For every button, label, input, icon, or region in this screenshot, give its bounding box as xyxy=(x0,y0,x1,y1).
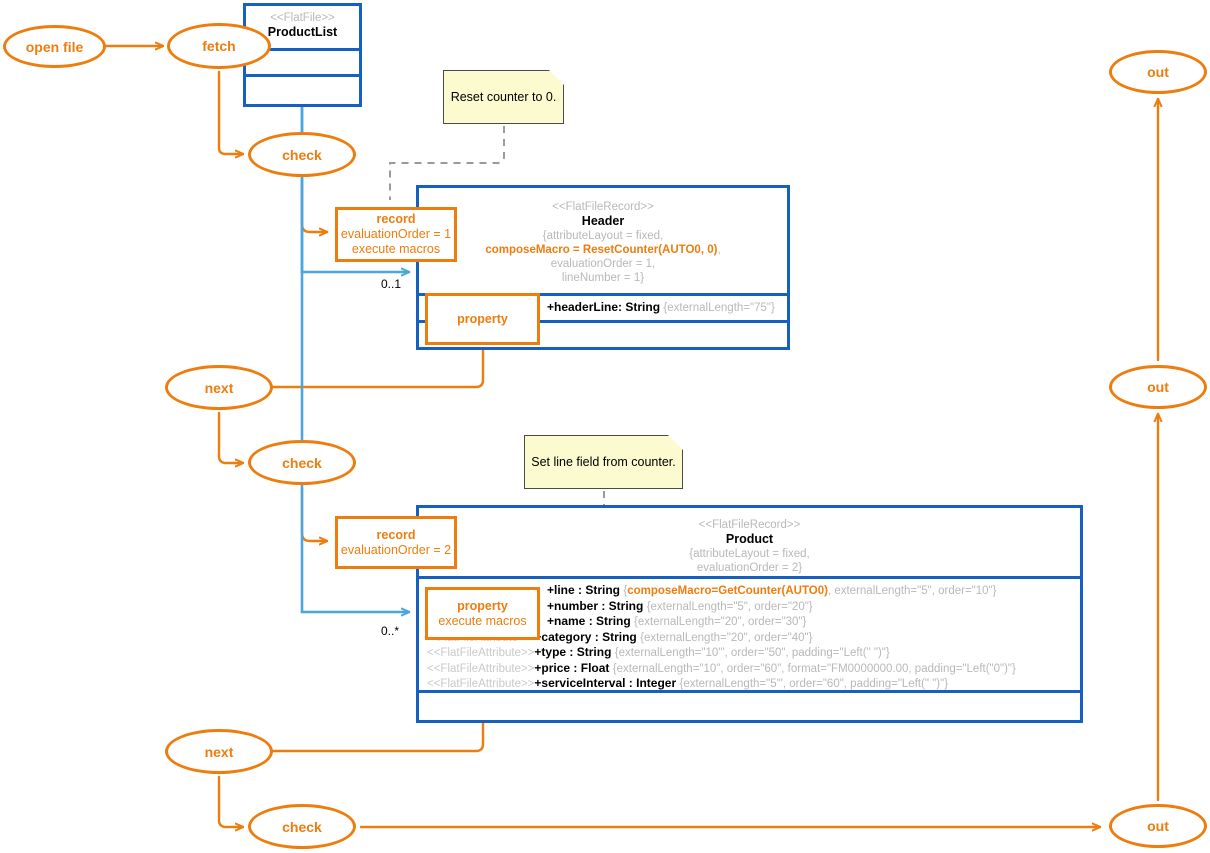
edge-fetch-check1 xyxy=(217,70,245,154)
product-attr-5-tagpre: {externalLength="10", order="60", format… xyxy=(612,662,1016,675)
product-attribute-row: <<FlatFileAttribute>>+type : String {ext… xyxy=(419,645,1080,661)
note1-anchor xyxy=(389,126,505,200)
record-1-line-2: execute macros xyxy=(351,242,441,256)
header-stereotype: <<FlatFileRecord>> xyxy=(552,201,654,213)
product-attr-2-sig: +name : String xyxy=(547,614,635,628)
product-attr-6-stereo: <<FlatFileAttribute>> xyxy=(427,678,535,690)
product-attribute-row: <<FlatFileAttribute>>+category : String … xyxy=(419,630,1080,646)
edge-next1-check2 xyxy=(217,411,245,463)
action-record-1[interactable]: record evaluationOrder = 1 execute macro… xyxy=(335,207,457,262)
product-attribute-row: +number : String {externalLength="5", or… xyxy=(419,599,1080,615)
action-property-2[interactable]: property execute macros xyxy=(425,587,540,640)
note-reset-counter-text: Reset counter to 0. xyxy=(450,90,557,104)
edge-property1-next1 xyxy=(258,348,485,387)
node-next-1[interactable]: next xyxy=(165,365,273,410)
note-set-line-field[interactable]: Set line field from counter. xyxy=(524,434,684,489)
edge-property2-next2 xyxy=(258,641,485,751)
product-attr-4-tagpre: {externalLength="10'", order="50", paddi… xyxy=(614,647,890,659)
product-attr-3-tagpre: {externalLength="20", order="40"} xyxy=(640,631,813,644)
action-record-2[interactable]: record evaluationOrder = 2 xyxy=(335,516,457,569)
product-attr-6-tagpre: {externalLength="5'", order="60", paddin… xyxy=(679,678,949,690)
note-set-line-field-text: Set line field from counter. xyxy=(531,455,676,469)
record-2-title: record xyxy=(376,527,416,542)
header-property-line-4: lineNumber = 1} xyxy=(561,272,645,284)
header-attribute-row: +headerLine: String {externalLength="75"… xyxy=(547,300,787,316)
node-out-2[interactable]: out xyxy=(1109,365,1207,409)
node-out-3[interactable]: out xyxy=(1109,804,1207,848)
header-composemacro-tail: , xyxy=(717,244,721,256)
header-operations-compartment xyxy=(419,320,787,347)
header-name: Header xyxy=(581,214,625,228)
product-attr-0-tagpost: , externalLength="5", order="10"} xyxy=(827,585,997,597)
product-attribute-row: <<FlatFileAttribute>>+price : Float {ext… xyxy=(419,661,1080,677)
product-operations-compartment xyxy=(419,690,1080,723)
record-1-line-1: evaluationOrder = 1 xyxy=(340,227,452,241)
product-attributes-compartment: +line : String {composeMacro=GetCounter(… xyxy=(419,576,1080,690)
record-2-line-1: evaluationOrder = 2 xyxy=(340,542,452,557)
edge-next2-check3 xyxy=(217,775,245,827)
product-attribute-row: +name : String {externalLength="20", ord… xyxy=(419,614,1080,630)
product-attr-4-stereo: <<FlatFileAttribute>> xyxy=(427,647,535,659)
product-attr-2-tagpre: {externalLength="20", order="30"} xyxy=(634,616,807,628)
property-2-title: property xyxy=(457,598,508,613)
productlist-name-compartment: <<FlatFile>> ProductList xyxy=(246,6,359,48)
productlist-operations-compartment xyxy=(246,74,359,107)
product-name-compartment: <<FlatFileRecord>> Product {attributeLay… xyxy=(419,508,1080,576)
node-open-file[interactable]: open file xyxy=(3,25,106,68)
edge-check2-record2 xyxy=(300,487,329,541)
edge-check1-record1 xyxy=(300,178,329,232)
header-composemacro: composeMacro = ResetCounter(AUTO0, 0) xyxy=(485,244,718,256)
header-property-line-1: {attributeLayout = fixed, xyxy=(542,230,664,242)
action-property-1[interactable]: property xyxy=(425,293,540,345)
node-check-2[interactable]: check xyxy=(248,440,356,485)
note-fold-icon xyxy=(667,434,684,451)
product-attr-0-sig: +line : String xyxy=(547,583,624,597)
multiplicity-product: 0..* xyxy=(381,624,400,638)
header-attributes-compartment: +headerLine: String {externalLength="75"… xyxy=(419,293,787,320)
header-property-line-2: composeMacro = ResetCounter(AUTO0, 0), xyxy=(419,243,787,257)
product-attr-4-sig: +type : String xyxy=(534,645,615,659)
header-name-compartment: <<FlatFileRecord>> Header {attributeLayo… xyxy=(419,188,787,293)
property-1-title: property xyxy=(457,311,508,326)
node-check-1[interactable]: check xyxy=(248,132,356,177)
product-attr-5-stereo: <<FlatFileAttribute>> xyxy=(427,662,535,675)
product-attr-0-taghot: composeMacro=GetCounter(AUTO0) xyxy=(627,585,828,597)
note-reset-counter[interactable]: Reset counter to 0. xyxy=(443,69,565,124)
product-attr-5-sig: +price : Float xyxy=(534,660,613,675)
property-2-line-1: execute macros xyxy=(438,613,527,628)
header-attr-headerline-tag: {externalLength="75"} xyxy=(663,302,775,314)
record-1-title: record xyxy=(376,212,416,226)
productlist-attributes-compartment xyxy=(246,48,359,74)
product-attr-3-sig: +category : String xyxy=(534,629,641,644)
header-property-line-3: evaluationOrder = 1, xyxy=(550,258,656,270)
node-out-1[interactable]: out xyxy=(1109,50,1207,94)
node-next-2[interactable]: next xyxy=(165,729,273,774)
productlist-name: ProductList xyxy=(267,25,338,39)
product-property-line-2: evaluationOrder = 2} xyxy=(696,562,803,574)
productlist-stereotype: <<FlatFile>> xyxy=(270,12,335,24)
header-attr-headerline-sig: +headerLine: String xyxy=(547,300,664,314)
product-attr-1-sig: +number : String xyxy=(547,598,647,613)
node-check-3[interactable]: check xyxy=(248,804,356,849)
product-name: Product xyxy=(725,532,774,546)
note-fold-icon xyxy=(548,69,565,86)
product-attribute-row: +line : String {composeMacro=GetCounter(… xyxy=(419,583,1080,599)
node-fetch[interactable]: fetch xyxy=(167,23,271,69)
product-attr-6-sig: +serviceInterval : Integer xyxy=(534,676,680,690)
product-attr-1-tagpre: {externalLength="5", order="20"} xyxy=(646,600,813,613)
product-property-line-1: {attributeLayout = fixed, xyxy=(689,548,810,560)
product-stereotype: <<FlatFileRecord>> xyxy=(698,519,801,531)
product-attr-0-tagpre: { xyxy=(623,585,628,597)
product-attribute-row: <<FlatFileAttribute>>+serviceInterval : … xyxy=(419,676,1080,692)
multiplicity-header: 0..1 xyxy=(381,277,402,291)
